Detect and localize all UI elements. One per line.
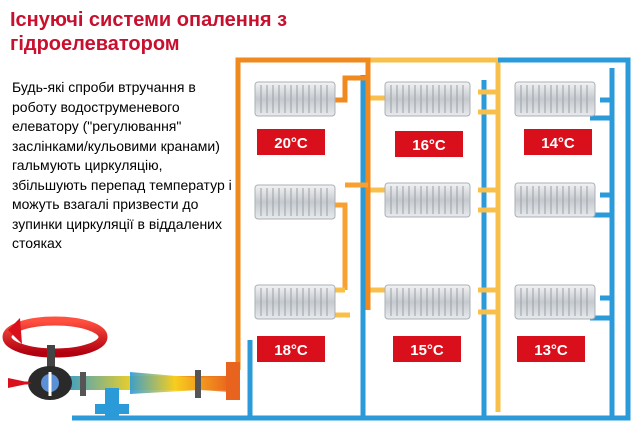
badge-r2-top xyxy=(393,129,465,159)
return-pipes xyxy=(72,57,631,421)
badge-r3-bottom xyxy=(515,334,587,364)
badge-r2-bottom xyxy=(391,334,463,364)
temp-r1-bottom: 18°C xyxy=(274,342,308,359)
badge-r1-top xyxy=(255,127,327,157)
temperature-badges: 20°C 16°C 14°C 18°C 15°C 13°C xyxy=(255,127,594,364)
temp-r2-top: 16°C xyxy=(412,137,446,154)
temp-r3-bottom: 13°C xyxy=(534,342,568,359)
temp-r1-top: 20°C xyxy=(274,135,308,152)
temp-r2-bottom: 15°C xyxy=(410,342,444,359)
supply-riser-1 xyxy=(235,57,371,370)
badge-r1-bottom xyxy=(255,334,327,364)
radiators xyxy=(254,81,596,320)
valve-with-rotation-arrow-icon xyxy=(2,316,108,400)
temp-r3-top: 14°C xyxy=(541,135,575,152)
page-title: Існуючі системи опалення з гідроелеватор… xyxy=(10,9,288,55)
hydro-elevator xyxy=(60,362,240,418)
description-text: Будь-які спроби втручання в роботу водос… xyxy=(12,79,232,251)
badge-r3-top xyxy=(522,127,594,157)
